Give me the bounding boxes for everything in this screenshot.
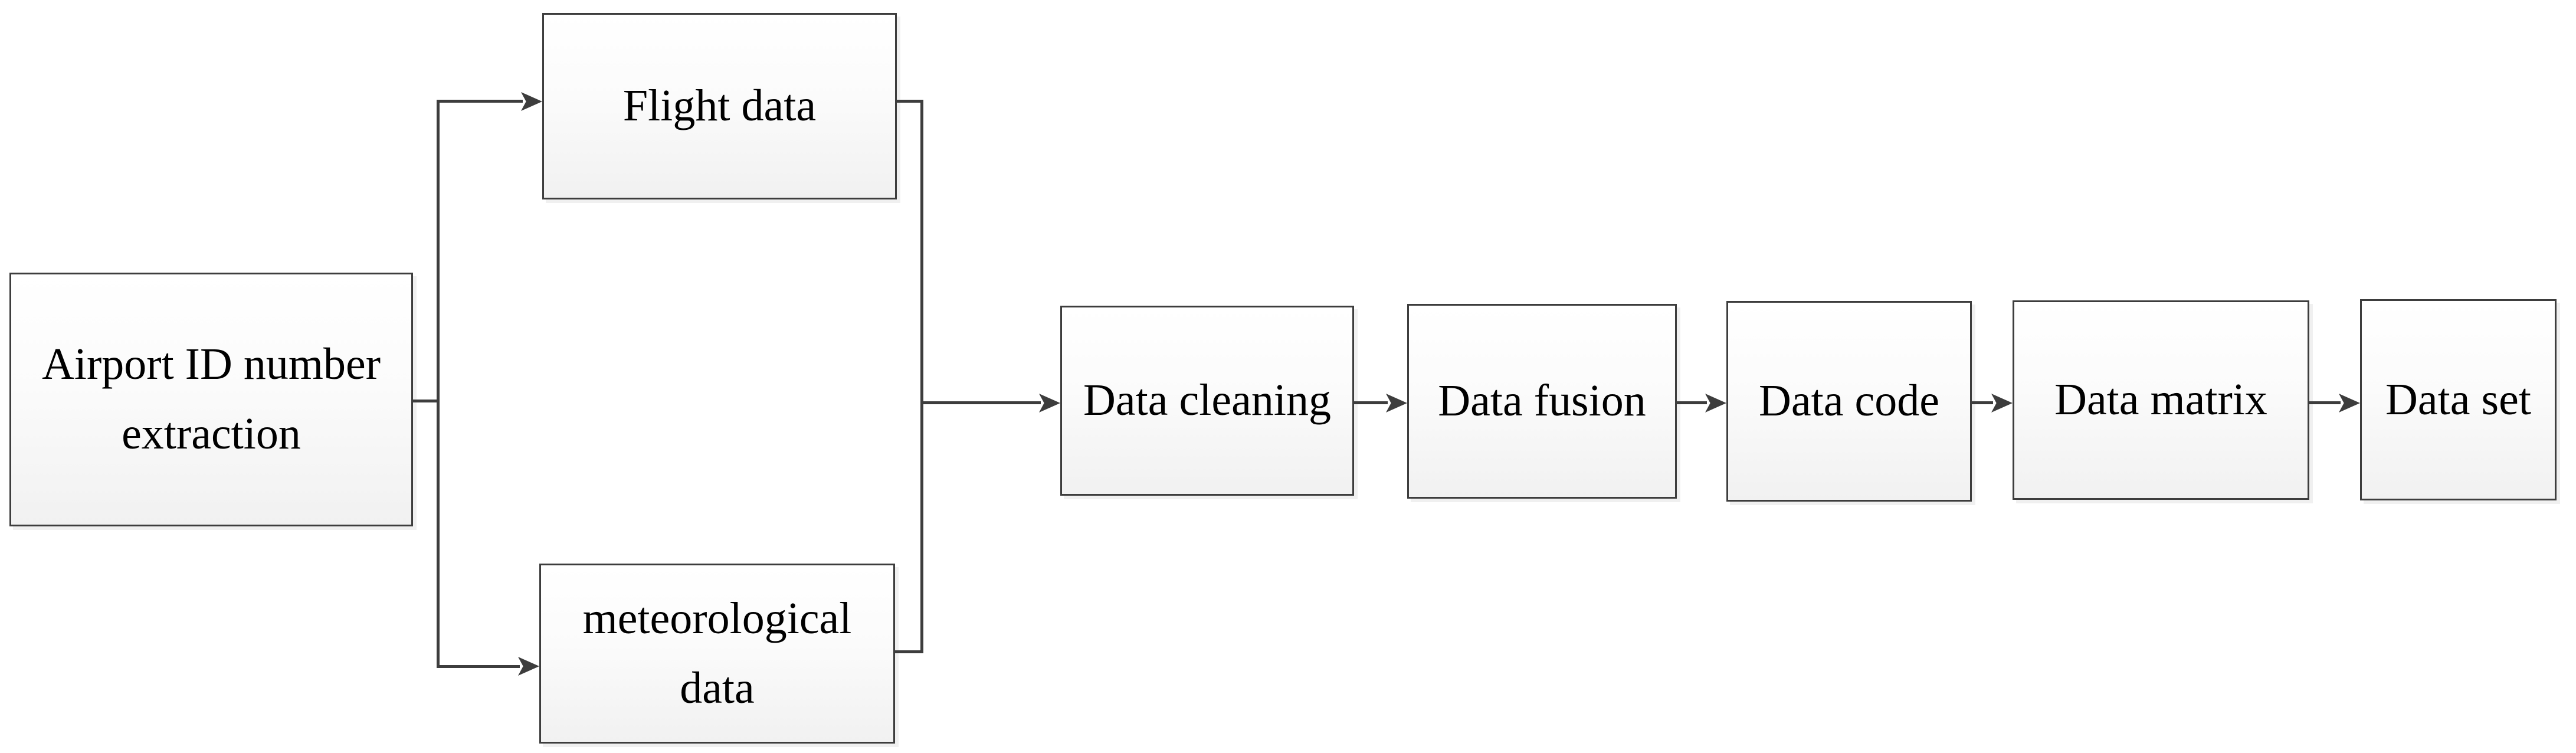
node-meteorological-data: meteorological data xyxy=(539,564,895,744)
connector-to-flight xyxy=(437,100,523,103)
node-label: Data matrix xyxy=(2054,375,2267,425)
arrowhead-to-meteorological xyxy=(518,657,539,676)
connector-cleaning-fusion xyxy=(1354,401,1388,404)
node-label: meteorological data xyxy=(582,593,852,713)
node-airport-id-extraction: Airport ID number extraction xyxy=(9,273,413,526)
connector-matrix-set xyxy=(2309,401,2341,404)
connector-flight-stub xyxy=(897,100,923,103)
connector-branch-vertical xyxy=(437,100,440,668)
node-label: Data fusion xyxy=(1438,376,1646,426)
node-data-cleaning: Data cleaning xyxy=(1060,306,1354,496)
arrowhead-code-matrix xyxy=(1991,394,2013,412)
connector-to-meteorological xyxy=(437,665,520,668)
arrowhead-to-flight xyxy=(521,92,542,111)
node-label: Data set xyxy=(2385,374,2531,424)
arrowhead-to-cleaning xyxy=(1039,394,1060,412)
arrowhead-fusion-code xyxy=(1705,394,1726,412)
node-label: Data cleaning xyxy=(1083,375,1331,425)
node-data-fusion: Data fusion xyxy=(1407,304,1677,499)
node-data-code: Data code xyxy=(1726,301,1972,502)
node-label: Data code xyxy=(1759,376,1939,426)
arrowhead-matrix-set xyxy=(2339,394,2360,412)
connector-code-matrix xyxy=(1972,401,1993,404)
node-flight-data: Flight data xyxy=(542,13,897,199)
connector-airport-stub xyxy=(413,400,440,402)
connector-merge-vertical xyxy=(920,100,923,653)
connector-meteorological-stub xyxy=(895,650,923,653)
node-data-matrix: Data matrix xyxy=(2013,300,2309,500)
arrowhead-cleaning-fusion xyxy=(1386,394,1407,412)
connector-to-cleaning xyxy=(920,401,1041,404)
node-label: Airport ID number extraction xyxy=(41,339,381,459)
node-label: Flight data xyxy=(622,81,817,131)
connector-fusion-code xyxy=(1677,401,1707,404)
node-data-set: Data set xyxy=(2360,299,2557,500)
